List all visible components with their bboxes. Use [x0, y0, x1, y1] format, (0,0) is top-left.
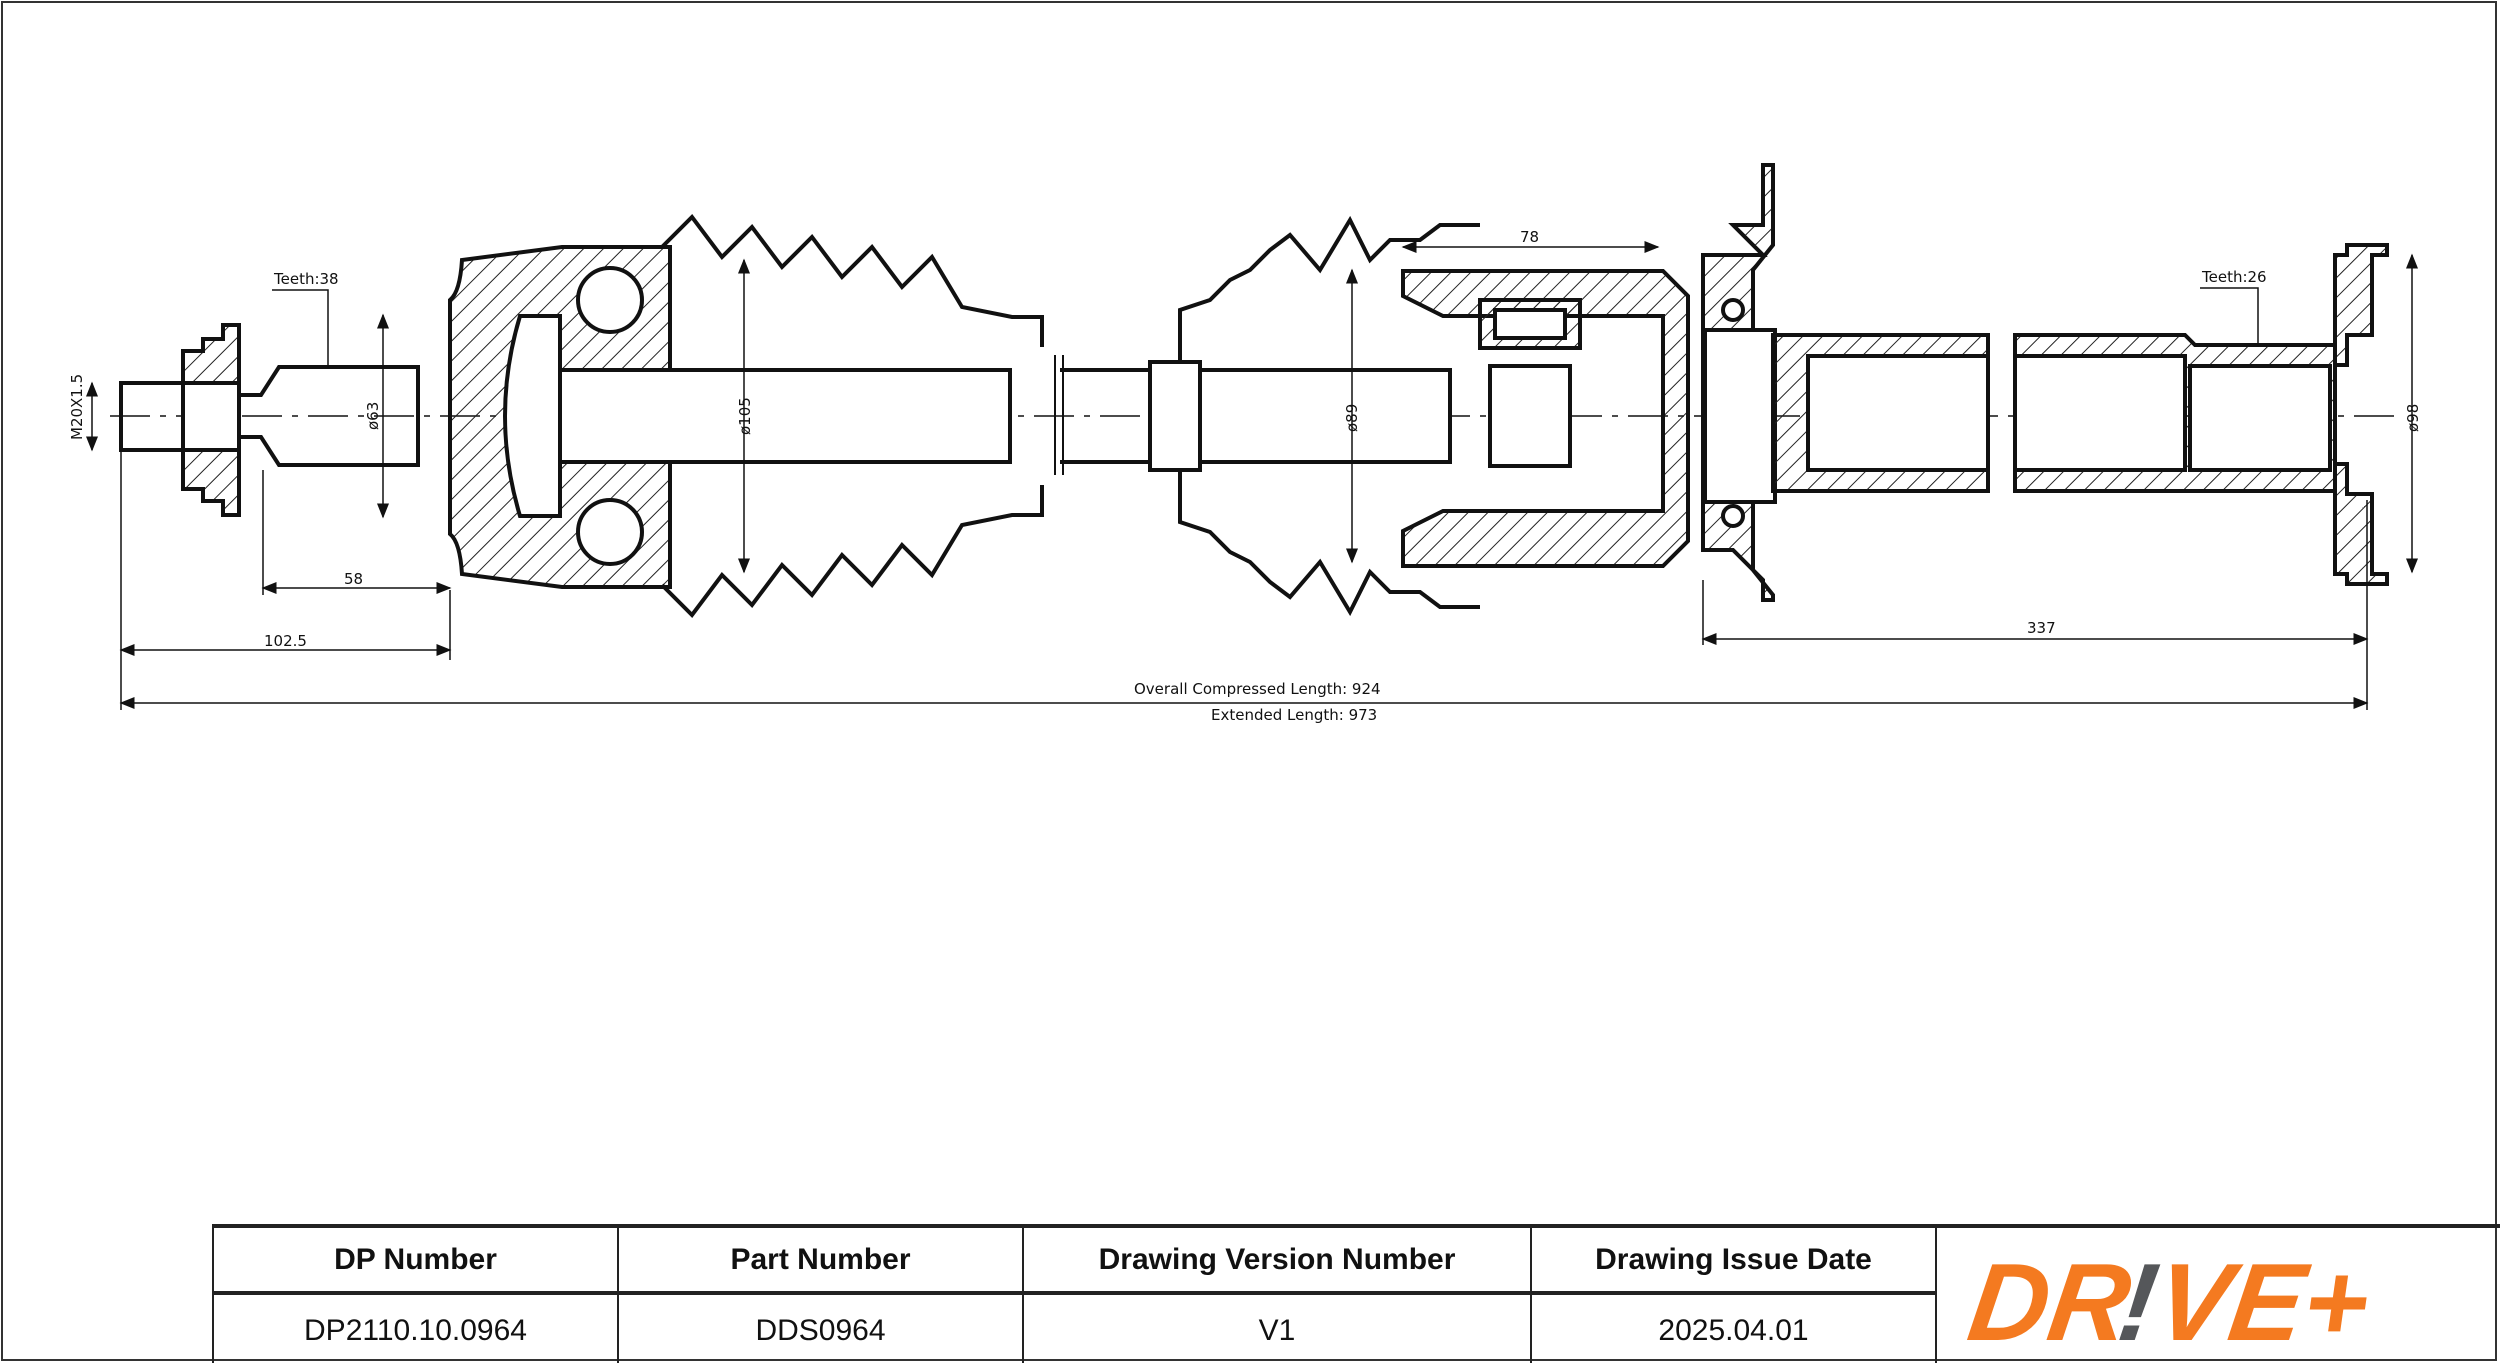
header-drawing-version: Drawing Version Number — [1022, 1228, 1530, 1295]
title-block: DP Number Part Number Drawing Version Nu… — [212, 1224, 2500, 1363]
dim-78-label: 78 — [1520, 228, 1539, 246]
value-part-number: DDS0964 — [617, 1295, 1022, 1363]
inner-boot-top — [1178, 215, 1480, 360]
logo-mark: DR ! VE+ — [1961, 1248, 2376, 1348]
dim-337-label: 337 — [2027, 619, 2056, 637]
dim-102-5-label: 102.5 — [264, 632, 307, 650]
outer-boot-bottom — [660, 485, 1044, 619]
extended-length-label: Extended Length: 973 — [1211, 706, 1377, 724]
header-part-number: Part Number — [617, 1228, 1022, 1295]
shaft-flange — [2333, 243, 2389, 586]
dia-105-label: ø105 — [736, 397, 754, 435]
tripod-housing — [1401, 269, 1690, 568]
dia-89-label: ø89 — [1343, 404, 1361, 432]
value-issue-date: 2025.04.01 — [1530, 1295, 1935, 1363]
inner-boot-bottom — [1178, 472, 1480, 617]
outer-spline — [237, 365, 420, 467]
overall-length-label: Overall Compressed Length: 924 — [1134, 680, 1381, 698]
teeth-inner-label: Teeth:26 — [2201, 268, 2267, 286]
axle-shaft — [558, 368, 1012, 464]
drive-plus-logo: DR ! VE+ — [1935, 1228, 2500, 1363]
dia-98-label: ø98 — [2404, 404, 2422, 432]
header-dp-number: DP Number — [212, 1228, 617, 1295]
svg-text:VE+: VE+ — [2148, 1248, 2376, 1348]
value-drawing-version: V1 — [1022, 1295, 1530, 1363]
dia-63-label: ø63 — [364, 402, 382, 430]
thread-label: M20X1.5 — [68, 374, 86, 440]
dim-58-label: 58 — [344, 570, 363, 588]
outer-boot-top — [660, 213, 1044, 347]
svg-text:DR: DR — [1961, 1248, 2137, 1348]
value-dp-number: DP2110.10.0964 — [212, 1295, 617, 1363]
header-issue-date: Drawing Issue Date — [1530, 1228, 1935, 1295]
teeth-outer-label: Teeth:38 — [273, 270, 339, 288]
